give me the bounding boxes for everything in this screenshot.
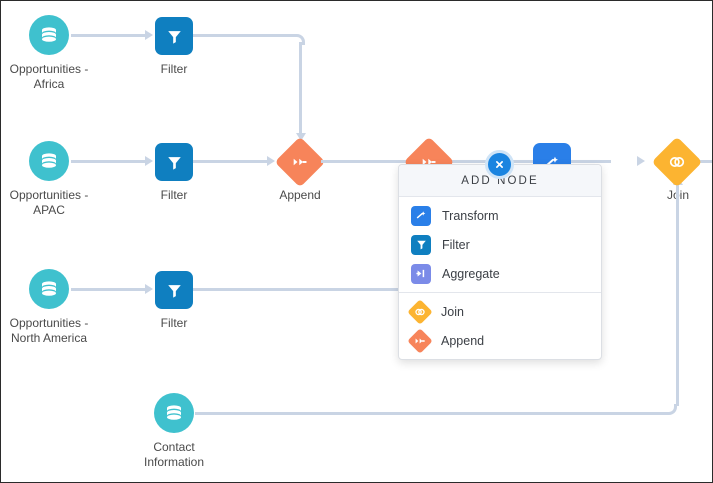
- wire-append-to-join: [321, 160, 611, 163]
- menu-item-transform[interactable]: Transform: [399, 201, 601, 230]
- hidden-append-node[interactable]: [403, 136, 455, 188]
- dataset-label-apac: Opportunities - APAC: [9, 188, 89, 217]
- join-icon: [407, 298, 433, 325]
- menu-item-label: Append: [441, 333, 485, 348]
- menu-item-aggregate[interactable]: Aggregate: [399, 259, 601, 288]
- transform-icon: [411, 205, 431, 226]
- filter-icon: [411, 234, 431, 255]
- dataset-label-contact-information: Contact Information: [143, 440, 205, 469]
- join-node[interactable]: [651, 136, 703, 188]
- menu-item-filter[interactable]: Filter: [399, 230, 601, 259]
- add-node-popover[interactable]: ADD NODE Transform Filter: [398, 164, 602, 360]
- arrowhead-africa-to-append: [296, 133, 306, 141]
- wire-contact-right: [195, 412, 669, 415]
- menu-item-label: Transform: [442, 208, 499, 223]
- dataset-node-africa[interactable]: [29, 15, 69, 55]
- dataset-label-north-america: Opportunities - North America: [9, 316, 89, 345]
- add-node-group-transform: Transform Filter Aggre: [399, 197, 601, 292]
- filter-node-apac[interactable]: [155, 143, 193, 181]
- transform-icon: [545, 156, 558, 166]
- wire-na-filter-right: [193, 288, 403, 291]
- join-icon: [669, 157, 685, 167]
- filter-icon: [167, 156, 181, 170]
- menu-item-append[interactable]: Append: [399, 326, 601, 355]
- database-icon: [42, 27, 56, 42]
- filter-label-north-america: Filter: [160, 316, 188, 330]
- append-icon: [293, 158, 307, 166]
- close-popover-button[interactable]: [485, 150, 514, 179]
- wire-apac-filter-to-append: [193, 160, 269, 163]
- append-label: Append: [279, 188, 321, 202]
- dataset-node-contact-information[interactable]: [154, 393, 194, 433]
- arrowhead-apac-filter: [145, 156, 153, 166]
- wire-join-out: [697, 160, 712, 163]
- add-node-popover-header: ADD NODE: [399, 165, 601, 197]
- filter-icon: [167, 30, 181, 44]
- wire-apac-source-to-filter: [71, 160, 147, 163]
- filter-node-north-america[interactable]: [155, 271, 193, 309]
- wire-contact-corner: [666, 404, 677, 415]
- menu-item-label: Aggregate: [442, 266, 500, 281]
- add-node-group-combine: Join Append: [399, 292, 601, 359]
- aggregate-icon: [411, 263, 431, 284]
- wire-africa-filter-right: [193, 34, 297, 37]
- append-icon: [407, 327, 433, 354]
- append-icon: [422, 158, 436, 166]
- wire-africa-down: [299, 42, 302, 135]
- filter-icon: [167, 284, 181, 298]
- filter-label-apac: Filter: [160, 188, 188, 202]
- database-icon: [42, 281, 56, 296]
- close-icon: [496, 161, 503, 168]
- arrowhead-to-join: [637, 156, 645, 166]
- database-icon: [42, 153, 56, 168]
- database-icon: [167, 405, 181, 420]
- dataset-node-apac[interactable]: [29, 141, 69, 181]
- arrowhead-apac-append: [267, 156, 275, 166]
- menu-item-label: Join: [441, 304, 464, 319]
- menu-item-label: Filter: [442, 237, 470, 252]
- arrowhead-africa-filter: [145, 30, 153, 40]
- arrowhead-na-filter: [145, 284, 153, 294]
- append-node[interactable]: [274, 136, 326, 188]
- wire-na-source-to-filter: [71, 288, 147, 291]
- wire-contact-up: [676, 184, 679, 406]
- wire-africa-corner: [294, 34, 305, 45]
- wire-africa-source-to-filter: [71, 34, 147, 37]
- menu-item-join[interactable]: Join: [399, 297, 601, 326]
- add-node-title: ADD NODE: [461, 174, 539, 187]
- dataset-label-africa: Opportunities - Africa: [9, 62, 89, 91]
- filter-node-africa[interactable]: [155, 17, 193, 55]
- dataset-node-north-america[interactable]: [29, 269, 69, 309]
- filter-label-africa: Filter: [160, 62, 188, 76]
